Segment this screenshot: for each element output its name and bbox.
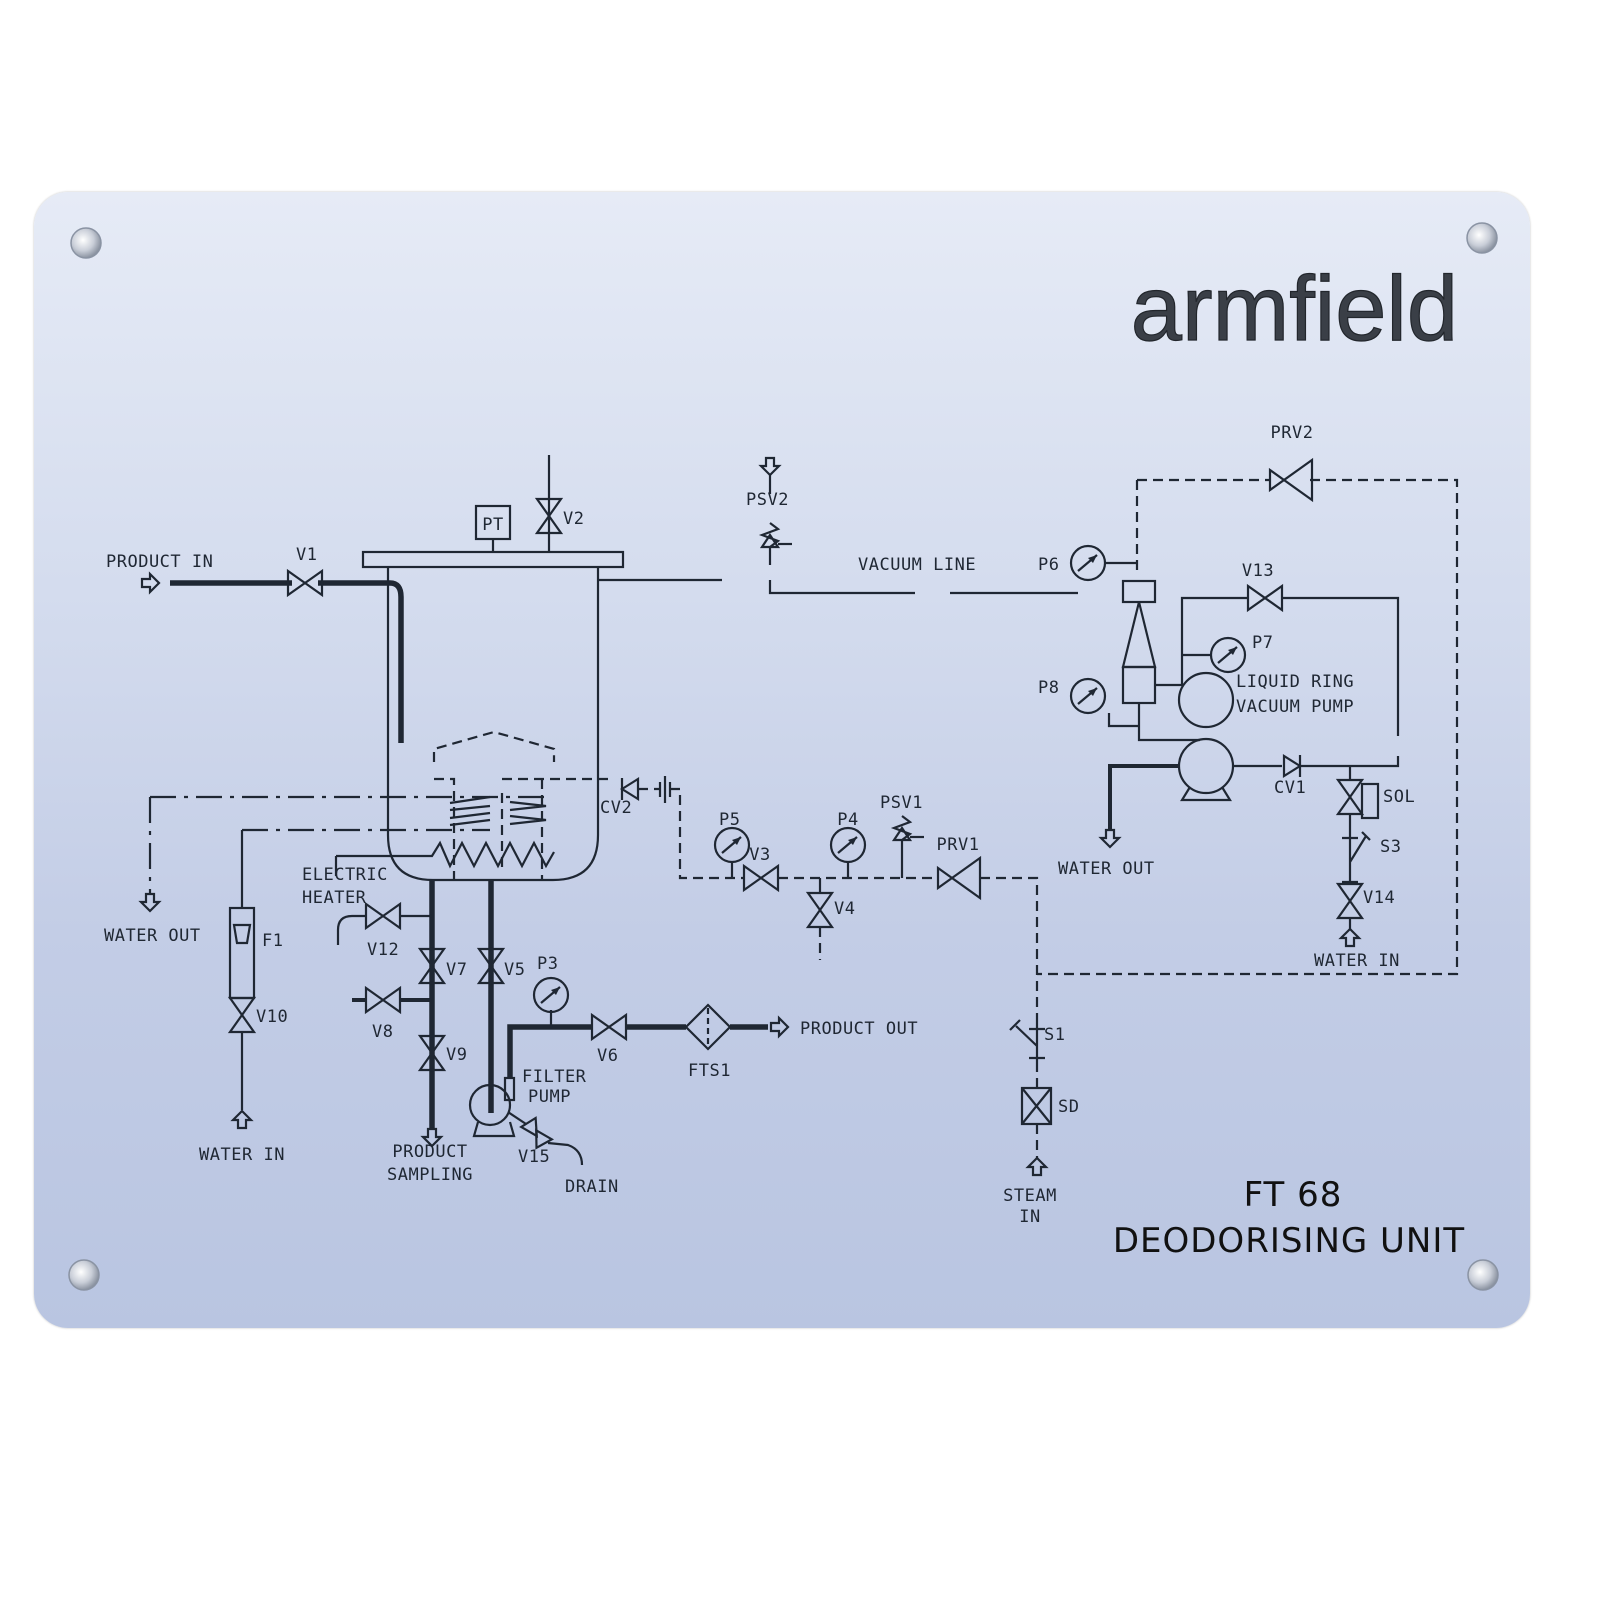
water-out-left-label: WATER OUT <box>104 926 201 946</box>
p8-label: P8 <box>1038 678 1059 698</box>
pressure-relief-valve-prv1[interactable] <box>936 855 982 901</box>
deodoriser-vessel <box>150 550 722 882</box>
sol-label: SOL <box>1383 787 1415 807</box>
product-sampling-label-line1: PRODUCT <box>392 1142 467 1162</box>
lrvp-label-line2: VACUUM PUMP <box>1236 697 1354 717</box>
f1-label: F1 <box>262 931 283 951</box>
v6-label: V6 <box>597 1046 618 1066</box>
steam-in-label-line1: STEAM <box>1003 1186 1057 1206</box>
model-number: FT 68 <box>1244 1175 1343 1215</box>
solenoid-valve[interactable] <box>1336 778 1364 816</box>
psv2-label: PSV2 <box>746 490 789 510</box>
gauge-p7 <box>1209 636 1247 674</box>
valve-v10[interactable] <box>228 996 256 1034</box>
water-out-mid-label: WATER OUT <box>1058 859 1155 879</box>
sd-label: SD <box>1058 1097 1079 1117</box>
screw-bottom-right <box>1467 1259 1499 1291</box>
psv2-vent-arrow-icon <box>759 456 781 477</box>
electric-heater-label-line1: ELECTRIC <box>302 865 388 885</box>
v10-label: V10 <box>256 1007 288 1027</box>
water-in-right-arrow-icon <box>1339 927 1361 948</box>
screw-top-left <box>70 227 102 259</box>
s3-label: S3 <box>1380 837 1401 857</box>
v15-label: V15 <box>518 1147 550 1167</box>
product-in-label: PRODUCT IN <box>106 552 213 572</box>
ejector-body <box>1121 665 1157 705</box>
valve-v6[interactable] <box>590 1013 628 1041</box>
water-out-mid-arrow-icon <box>1099 828 1121 849</box>
armfield-logo: armfield <box>1131 258 1458 360</box>
gauge-p5 <box>713 826 751 864</box>
strainer-s3 <box>1342 814 1371 884</box>
product-out-arrow-icon <box>769 1016 790 1038</box>
gauge-p6 <box>1069 544 1107 582</box>
electric-heater-label-line2: HEATER <box>302 888 367 908</box>
p7-label: P7 <box>1252 633 1273 653</box>
prv2-label: PRV2 <box>1271 423 1314 443</box>
vacuum-line-label: VACUUM LINE <box>858 555 976 575</box>
water-in-right-label: WATER IN <box>1314 951 1400 971</box>
v3-label: V3 <box>749 845 770 865</box>
filter-pump <box>468 1076 516 1138</box>
v7-label: V7 <box>446 960 467 980</box>
v9-label: V9 <box>446 1045 467 1065</box>
v8-label: V8 <box>372 1022 393 1042</box>
product-sampling-label-line2: SAMPLING <box>387 1165 473 1185</box>
filter-pump-label-line1: FILTER <box>522 1067 587 1087</box>
p6-label: P6 <box>1038 555 1059 575</box>
prv1-label: PRV1 <box>937 835 980 855</box>
filter-pump-label-line2: PUMP <box>528 1087 571 1107</box>
gauge-p4 <box>829 826 867 864</box>
fts1-label: FTS1 <box>688 1061 731 1081</box>
product-in-arrow-icon <box>140 572 161 594</box>
ejector-head <box>1121 579 1157 604</box>
v2-label: V2 <box>563 509 584 529</box>
valve-v3[interactable] <box>742 864 780 892</box>
schematic-plate <box>34 192 1530 1328</box>
pressure-relief-valve-prv2[interactable] <box>1268 457 1314 503</box>
strainer-s1 <box>1009 1014 1045 1062</box>
pt-label: PT <box>482 515 503 535</box>
gauge-p8 <box>1069 677 1107 715</box>
v4-label: V4 <box>834 899 855 919</box>
water-in-left-arrow-icon <box>231 1109 253 1130</box>
valve-v1[interactable] <box>286 569 324 597</box>
valve-v12[interactable] <box>364 902 402 930</box>
water-in-left-label: WATER IN <box>199 1145 285 1165</box>
valve-v14[interactable] <box>1336 882 1364 920</box>
v14-label: V14 <box>1363 888 1395 908</box>
cv1-label: CV1 <box>1274 778 1306 798</box>
screw-bottom-left <box>68 1259 100 1291</box>
v13-label: V13 <box>1242 561 1274 581</box>
cv2-label: CV2 <box>600 798 632 818</box>
lrvp-label-line1: LIQUID RING <box>1236 672 1354 692</box>
drain-label: DRAIN <box>565 1177 619 1197</box>
drain-valve-v15[interactable] <box>519 1114 555 1152</box>
steam-in-arrow-icon <box>1026 1156 1048 1177</box>
filter-fts1 <box>684 1003 732 1051</box>
check-valve-cv1 <box>1282 754 1303 778</box>
screw-top-right <box>1466 222 1498 254</box>
valve-v13[interactable] <box>1246 584 1284 612</box>
s1-label: S1 <box>1044 1025 1065 1045</box>
p3-label: P3 <box>537 954 558 974</box>
p5-label: P5 <box>719 810 740 830</box>
product-out-label: PRODUCT OUT <box>800 1019 918 1039</box>
steam-drain-sd <box>1020 1086 1053 1126</box>
psv1-label: PSV1 <box>880 793 923 813</box>
v1-label: V1 <box>296 545 317 565</box>
safety-valve-psv1[interactable] <box>890 815 924 878</box>
water-out-left-arrow-icon <box>139 892 161 913</box>
gauge-p3 <box>532 976 570 1014</box>
valve-v4[interactable] <box>806 891 834 929</box>
safety-valve-psv2[interactable] <box>758 522 792 565</box>
unit-name: DEODORISING UNIT <box>1113 1221 1465 1261</box>
steam-in-label-line2: IN <box>1019 1207 1040 1227</box>
flowmeter-f1 <box>228 906 256 1000</box>
valve-v8[interactable] <box>364 986 402 1014</box>
v12-label: V12 <box>367 940 399 960</box>
p4-label: P4 <box>837 810 858 830</box>
v5-label: V5 <box>504 960 525 980</box>
liquid-ring-vacuum-pump <box>1177 671 1235 802</box>
